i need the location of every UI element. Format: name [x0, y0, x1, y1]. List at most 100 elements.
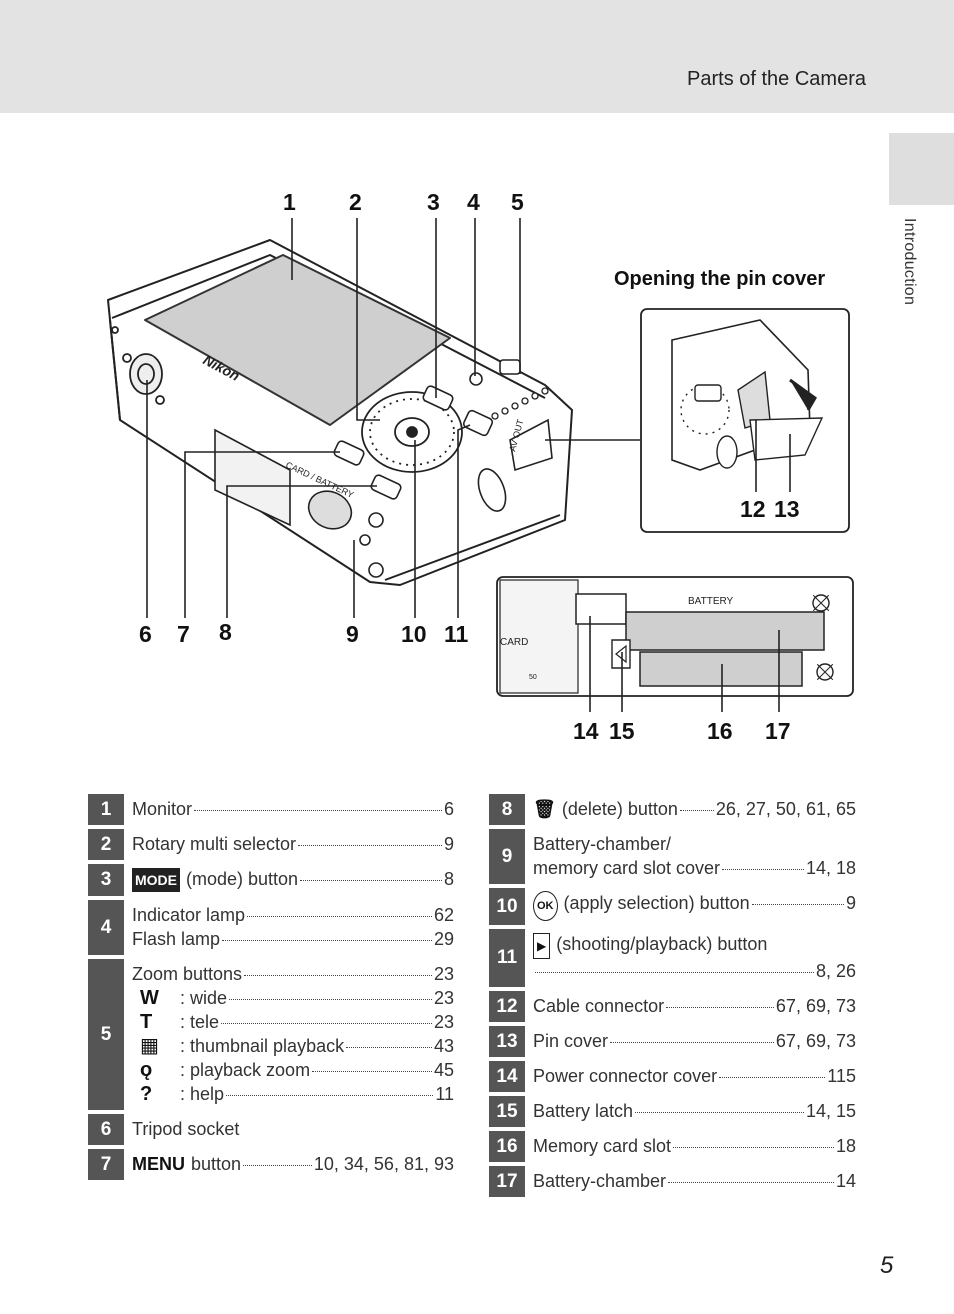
row-label: wide: [190, 988, 228, 1008]
callout-4: 4: [467, 189, 480, 215]
thumbnail-icon: ▦: [140, 1035, 159, 1057]
battery-label: BATTERY: [688, 596, 734, 607]
row-pages: 45: [433, 1060, 454, 1080]
callout-13: 13: [774, 496, 800, 522]
row-pages: 23: [433, 1012, 454, 1032]
page-number: 5: [880, 1252, 894, 1279]
table-row: 16 Memory card slot 18: [489, 1131, 856, 1162]
row-number: 14: [489, 1061, 525, 1092]
tripod-socket: [111, 326, 165, 405]
help-icon: ?: [140, 1083, 153, 1105]
row-pages: 6: [443, 799, 454, 819]
callout-leaders: [146, 218, 640, 618]
row-number: 16: [489, 1131, 525, 1162]
callout-16: 16: [707, 718, 733, 744]
table-row: 11 ▶(shooting/playback) button 8, 26: [489, 929, 856, 987]
row-label: Flash lamp: [132, 929, 221, 949]
row-number: 9: [489, 829, 525, 884]
row-pages: 10, 34, 56, 81, 93: [313, 1154, 454, 1174]
row-label: button: [191, 1154, 242, 1174]
magnifier-icon: ǫ: [140, 1059, 153, 1081]
row-label: Monitor: [132, 799, 193, 819]
row-label: Pin cover: [533, 1031, 609, 1051]
fifty-label: 50: [529, 674, 537, 681]
callout-10: 10: [401, 621, 427, 647]
row-label: (apply selection) button: [563, 893, 750, 913]
row-number: 15: [489, 1096, 525, 1127]
row-label: playback zoom: [190, 1060, 311, 1080]
row-number: 5: [88, 959, 124, 1110]
playback-icon: ▶: [533, 933, 551, 959]
callout-6: 6: [139, 621, 152, 647]
callout-14: 14: [573, 718, 599, 744]
row-pages: 14, 18: [805, 858, 856, 878]
row-label: Rotary multi selector: [132, 834, 297, 854]
table-row: 14 Power connector cover 115: [489, 1061, 856, 1092]
row-label: (shooting/playback) button: [556, 934, 768, 954]
callout-5: 5: [511, 189, 524, 215]
row-pages: 62: [433, 905, 454, 925]
row-number: 11: [489, 929, 525, 987]
section-title: Parts of the Camera: [687, 68, 866, 90]
camera-illustration: Nikon AV OUT CARD / BATTERY: [107, 218, 854, 712]
row-label: Tripod socket: [132, 1119, 240, 1139]
callout-17: 17: [765, 718, 791, 744]
camera-diagram: Nikon AV OUT CARD / BATTERY: [107, 189, 854, 744]
table-row: 9 Battery-chamber/ memory card slot cove…: [489, 829, 856, 884]
row-label: (delete) button: [561, 799, 678, 819]
callout-8: 8: [219, 619, 232, 645]
row-number: 3: [88, 864, 124, 896]
row-pages: 23: [433, 988, 454, 1008]
row-number: 10: [489, 888, 525, 925]
callout-2: 2: [349, 189, 362, 215]
row-pages: 43: [433, 1036, 454, 1056]
battery-cover: [214, 428, 384, 578]
callout-15: 15: [609, 718, 635, 744]
callout-3: 3: [427, 189, 440, 215]
pin-cover-inset: [640, 308, 850, 533]
row-pages: 67, 69, 73: [775, 996, 856, 1016]
row-pages: 9: [845, 893, 856, 913]
row-number: 6: [88, 1114, 124, 1145]
row-label: help: [190, 1084, 225, 1104]
row-label: Zoom buttons: [132, 964, 243, 984]
row-pages: 11: [435, 1084, 454, 1104]
camera-body: [107, 239, 573, 586]
row-number: 17: [489, 1166, 525, 1197]
row-number: 8: [489, 794, 525, 825]
row-label: Memory card slot: [533, 1136, 672, 1156]
pin-cover-title: Opening the pin cover: [614, 268, 826, 290]
side-tab-label: Introduction: [901, 218, 918, 306]
callout-11: 11: [444, 621, 469, 647]
row-number: 7: [88, 1149, 124, 1180]
row-pages: 115: [827, 1066, 856, 1086]
row-label: memory card slot cover: [533, 858, 721, 878]
row-pages: 18: [835, 1136, 856, 1156]
row-pages: 67, 69, 73: [775, 1031, 856, 1051]
row-label: Cable connector: [533, 996, 665, 1016]
callout-12: 12: [740, 496, 766, 522]
row-label: (mode) button: [186, 869, 299, 889]
tele-icon: T: [140, 1011, 153, 1033]
row-pages: 9: [443, 834, 454, 854]
header-band: [0, 0, 954, 113]
row-pages: 23: [433, 964, 454, 984]
row-label: Power connector cover: [533, 1066, 718, 1086]
row-pages: 26, 27, 50, 61, 65: [715, 799, 856, 819]
row-label: Battery-chamber: [533, 1171, 667, 1191]
row-pages: 8: [443, 869, 454, 889]
lamp-dots: [491, 387, 549, 420]
battery-chamber-inset: [496, 576, 854, 712]
mode-icon: MODE: [132, 868, 180, 892]
row-number: 2: [88, 829, 124, 860]
row-label-line1: Battery-chamber/: [533, 834, 672, 854]
camera-buttons: [333, 359, 553, 512]
